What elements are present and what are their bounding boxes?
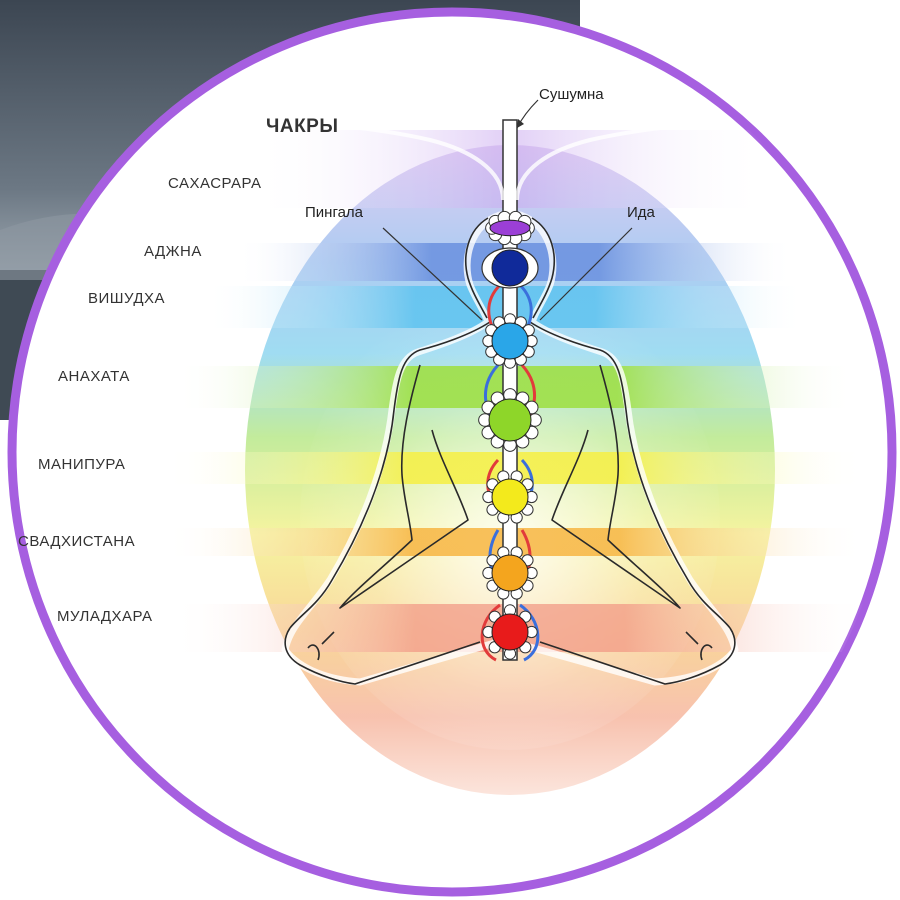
chakra-label-ajna: АДЖНА (144, 243, 202, 260)
pingala-label: Пингала (305, 204, 364, 221)
chakra-sahasrara (485, 210, 535, 246)
chakra-core (491, 478, 529, 516)
chakra-core (491, 554, 529, 592)
pingala-pointer (382, 227, 483, 321)
chakra-label-sahasrara: САХАСРАРА (168, 175, 262, 192)
ida-label: Ида (627, 204, 655, 221)
chakra-label-vishuddha: ВИШУДХА (88, 290, 166, 307)
chakra-vishuddha (482, 313, 538, 369)
chakra-ajna (481, 247, 539, 289)
chakra-label-svadhisthana: СВАДХИСТАНА (18, 533, 136, 550)
chakra-core (488, 398, 532, 442)
chakra-anahata (478, 388, 542, 452)
ida-pointer (539, 227, 633, 321)
chakra-manipura (482, 470, 538, 524)
chakra-core (491, 249, 529, 287)
diagram-title: ЧАКРЫ (266, 116, 339, 137)
chakra-svadhisthana (482, 546, 538, 600)
chakra-label-manipura: МАНИПУРА (38, 456, 126, 473)
chakra-core (491, 322, 529, 360)
chakra-label-muladhara: МУЛАДХАРА (57, 608, 153, 625)
chakra-core (489, 219, 531, 237)
chakra-core (491, 613, 529, 651)
sushumna-label: Сушумна (539, 86, 604, 103)
meditating-figure (281, 211, 739, 686)
chakra-muladhara (482, 604, 538, 660)
chakra-label-anahata: АНАХАТА (58, 368, 130, 385)
